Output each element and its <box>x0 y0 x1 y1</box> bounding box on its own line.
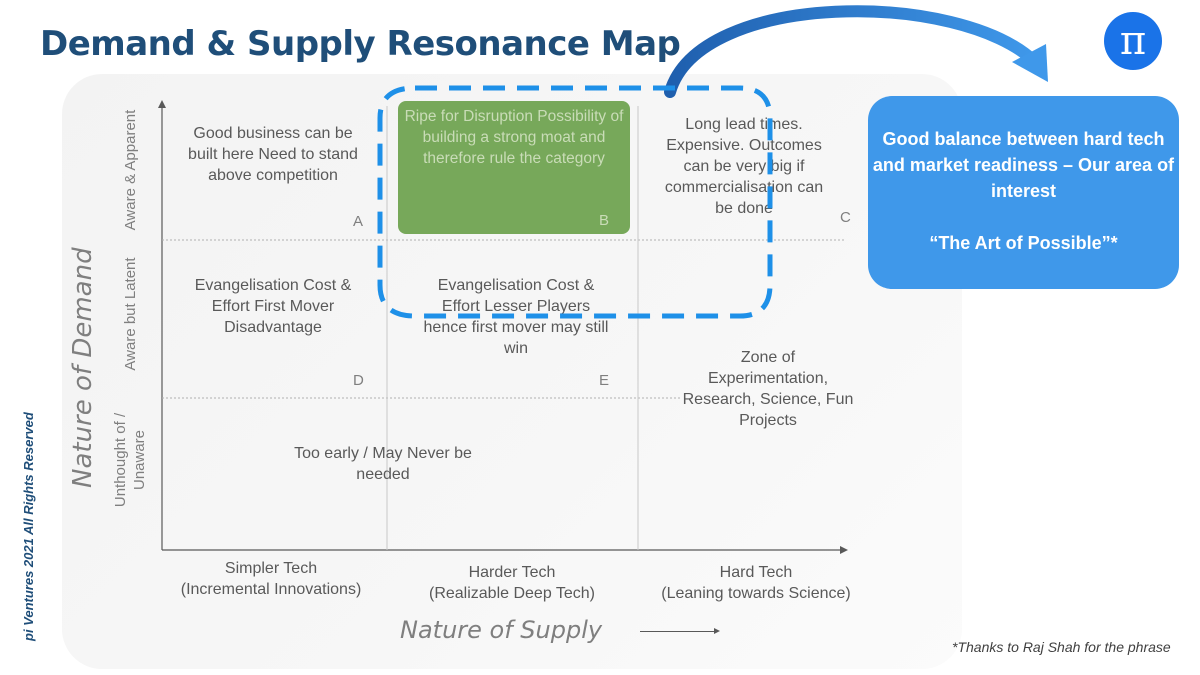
cell-e-text: Evangelisation Cost & Effort Lesser Play… <box>423 277 609 357</box>
pi-ventures-logo: π <box>1104 12 1162 70</box>
column-label-harder-tech-line1: Harder Tech <box>468 564 556 581</box>
column-label-harder-tech-line2: (Realizable Deep Tech) <box>428 585 595 602</box>
x-axis-arrowhead <box>840 546 848 554</box>
ripe-for-disruption-box <box>398 101 630 234</box>
x-axis-title-arrow <box>640 628 720 634</box>
cell-d-text: Evangelisation Cost & Effort First Mover… <box>194 277 352 336</box>
cell-a-letter: A <box>353 213 364 230</box>
callout-text: Good balance between hard tech and marke… <box>872 129 1175 201</box>
page-title: Demand & Supply Resonance Map <box>40 24 681 64</box>
cell-b-letter: B <box>599 212 610 229</box>
cell-b-text: Ripe for Disruption Possibility of build… <box>404 108 624 167</box>
y-axis-arrowhead <box>158 100 166 108</box>
footnote: *Thanks to Raj Shah for the phrase <box>952 639 1171 655</box>
column-label-hard-tech-line2: (Leaning towards Science) <box>661 585 851 602</box>
cell-e-letter: E <box>599 372 610 389</box>
curved-arrow <box>664 5 1041 98</box>
cell-d-letter: D <box>353 372 364 389</box>
column-label-hard-tech: Hard Tech (Leaning towards Science) <box>636 562 876 604</box>
cell-a-text: Good business can be built here Need to … <box>188 125 358 184</box>
area-of-interest-dashed-outline <box>377 85 773 319</box>
cell-c-text: Long lead times. Expensive. Outcomes can… <box>664 116 824 217</box>
column-label-simpler-tech-line2: (Incremental Innovations) <box>180 581 362 598</box>
curved-arrow-head <box>1012 44 1048 82</box>
cell-g-text: Too early / May Never be needed <box>294 445 472 483</box>
column-label-simpler-tech-line1: Simpler Tech <box>224 560 318 577</box>
column-label-simpler-tech: Simpler Tech (Incremental Innovations) <box>151 558 391 600</box>
column-label-harder-tech: Harder Tech (Realizable Deep Tech) <box>392 562 632 604</box>
area-of-interest-callout: Good balance between hard tech and marke… <box>868 96 1179 289</box>
x-axis-title: Nature of Supply <box>400 616 603 644</box>
column-label-hard-tech-line1: Hard Tech <box>719 564 793 581</box>
callout-quote: “The Art of Possible”* <box>929 233 1118 253</box>
cell-c-letter: C <box>840 209 851 226</box>
cell-f-text: Zone of Experimentation, Research, Scien… <box>682 349 854 429</box>
